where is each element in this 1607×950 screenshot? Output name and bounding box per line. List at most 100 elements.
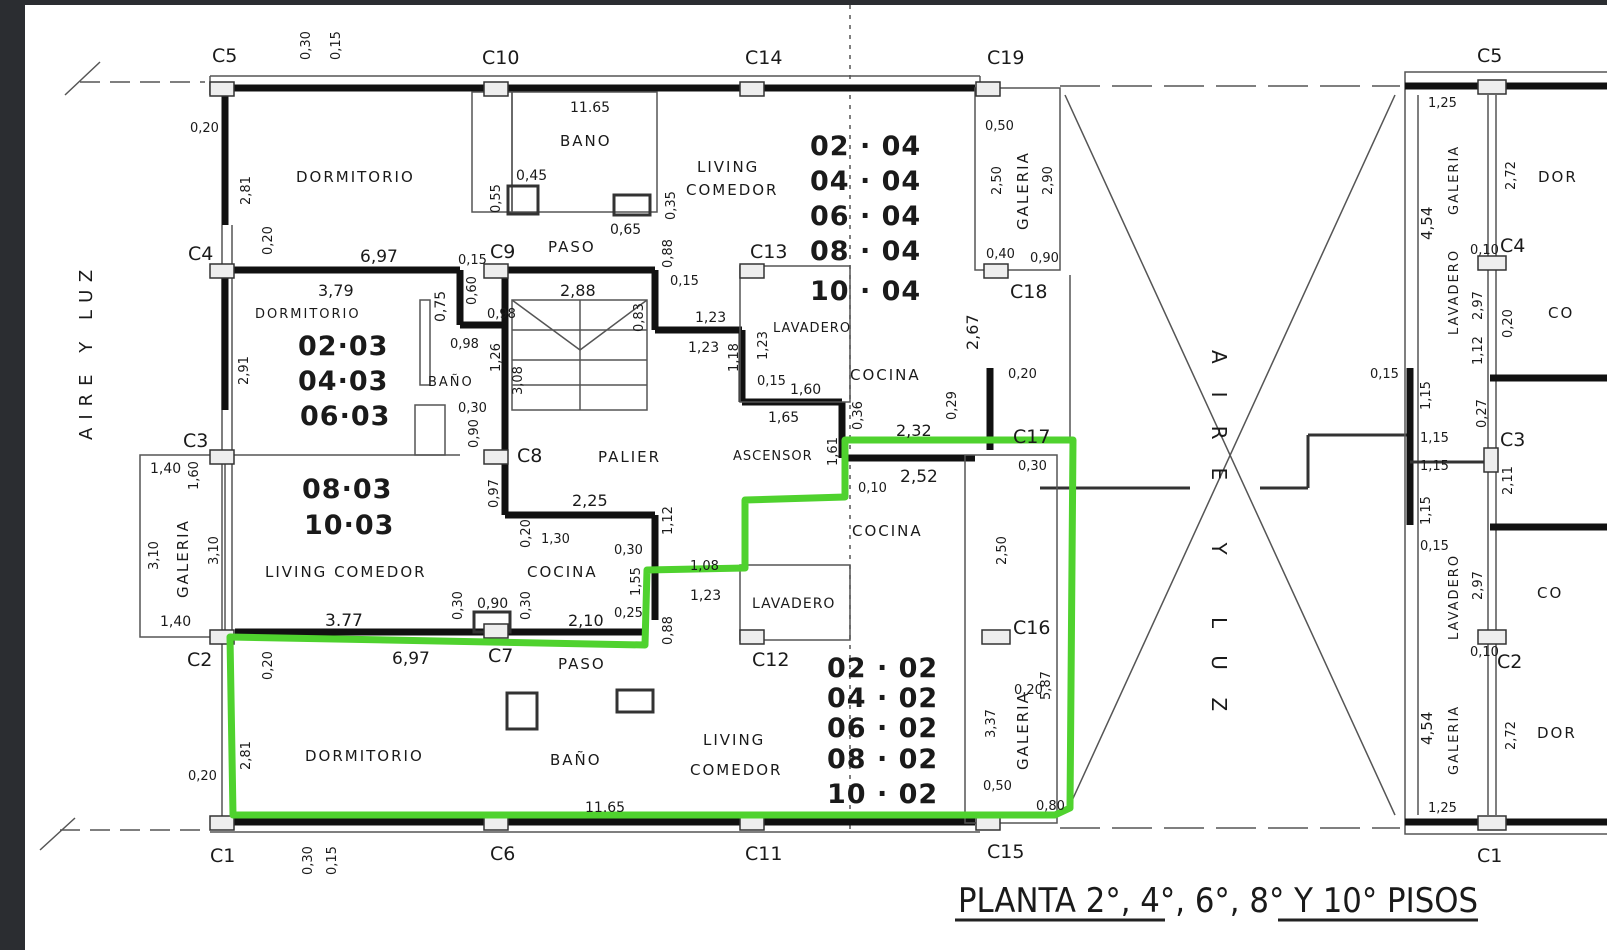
unit-number: 06 · 02 [827,713,938,744]
room-label: ASCENSOR [733,449,813,464]
room-label: GALERIA [1014,691,1032,770]
column-label: C8 [517,445,542,467]
partitions [139,87,1061,824]
dimension: 3,10 [147,541,162,570]
dimension: 0,15 [670,274,699,289]
duct-shaft [615,688,655,714]
room-label: DORMITORIO [305,747,424,765]
dimension: 0,20 [261,226,276,255]
dimension: 11.65 [585,800,625,816]
column-markers [209,81,1011,831]
column-label: C15 [987,841,1024,863]
unit-number: 04 · 04 [810,166,921,197]
dimension: 2,72 [1504,721,1519,750]
duct-shaft [505,691,539,731]
unit-number: 04 · 02 [827,683,938,714]
dimension: 0,15 [1420,539,1449,554]
column-label: C1 [210,845,235,867]
dimension: 1,26 [489,343,504,372]
column-labels: C5 C10 C14 C19 C4 C9 C13 C18 C3 C8 C17 C… [183,45,1525,867]
unit-number: 10 · 02 [827,779,938,810]
room-label: GALERIA [1447,145,1462,215]
dimension: 1,61 [826,437,841,466]
room-label: CO [1537,584,1563,602]
dimension: 6,97 [392,649,430,669]
dimension-labels: 0,30 0,15 11.65 0,20 2,81 0,55 0,45 0,65… [147,31,1519,875]
room-label: GALERIA [1014,151,1032,230]
dimension: 0,98 [450,337,479,352]
column-label: C5 [212,45,237,67]
room-label: DOR [1537,724,1577,742]
dimension: 0,90 [477,596,508,612]
dimension: 0,27 [1475,399,1490,428]
dimension: 1,40 [150,461,181,477]
column-label: C11 [745,843,782,865]
column-label: C4 [188,243,213,265]
room-label: LAVADERO [773,321,851,336]
dimension: 3,10 [207,536,222,565]
column-label: C10 [482,47,519,69]
room-label: CO [1548,304,1574,322]
column-label: C7 [488,645,513,667]
dimension: 1,55 [629,567,644,596]
column-label: C12 [752,649,789,671]
room-label: DORMITORIO [296,168,415,186]
room-label: DORMITORIO [255,307,361,322]
dimension: 0,80 [1036,799,1065,814]
unit-number: 02 · 02 [827,653,938,684]
duct-shaft [506,184,540,216]
unit-number: 08 · 02 [827,744,938,775]
column-label: C14 [745,47,782,69]
dimension: 5,87 [1039,671,1054,700]
unit-number: 10 · 04 [810,276,921,307]
dimension: 1,23 [690,588,721,604]
unit-number: 08 · 04 [810,236,921,267]
column-label: C2 [1497,651,1522,673]
column-label: C13 [750,241,787,263]
dimension: 4,54 [1418,207,1436,240]
column-label: C5 [1477,45,1502,67]
room-label: COCINA [850,366,921,384]
room-label: LIVING [697,158,759,176]
dimension: 0,88 [661,239,676,268]
dimension: 2,97 [1471,571,1486,600]
unit-highlight-outline [226,436,1077,819]
unit-number: 10·03 [304,510,394,541]
dimension: 1,40 [160,614,191,630]
dimension: 0,83 [632,303,647,332]
dimension: 0,65 [610,222,641,238]
room-label: COCINA [527,563,598,581]
dimension: 0,20 [519,519,534,548]
room-label: BAÑO [550,750,602,769]
side-label-right: AIRE Y LUZ [1207,350,1231,739]
dimension: 1,23 [756,331,771,360]
adjacent-plan [1404,71,1607,835]
column-label: C3 [183,430,208,452]
unit-numbers: 02 · 04 04 · 04 06 · 04 08 · 04 10 · 04 … [298,131,938,810]
unit-number: 06 · 04 [810,201,921,232]
dimension: 4,54 [1418,712,1436,745]
dimension: 1,25 [1428,801,1457,816]
dimension: 1,15 [1420,431,1449,446]
dimension: 2,10 [568,611,604,630]
dimension: 1,60 [790,382,821,398]
dimension: 0,10 [1470,645,1499,660]
column-label: C18 [1010,281,1047,303]
dimension: 1,23 [688,340,719,356]
dimension: 1,65 [768,410,799,426]
dimension: 0,30 [301,846,316,875]
column-label: C17 [1013,426,1050,448]
dimension: 2,88 [560,281,596,300]
room-label: LAVADERO [1447,249,1462,335]
dimension: 2,81 [239,176,254,205]
dimension: 0,20 [1008,367,1037,382]
viewer-left-edge [0,0,25,950]
dimension: 2,11 [1501,466,1516,495]
unit-number: 02·03 [298,331,388,362]
dimension: 0,25 [614,606,643,621]
dimension: 1,12 [1471,336,1486,365]
dimension: 0,40 [986,247,1015,262]
unit-number: 08·03 [302,474,392,505]
room-label: BANO [560,132,612,150]
dimension: 0,10 [1470,243,1499,258]
